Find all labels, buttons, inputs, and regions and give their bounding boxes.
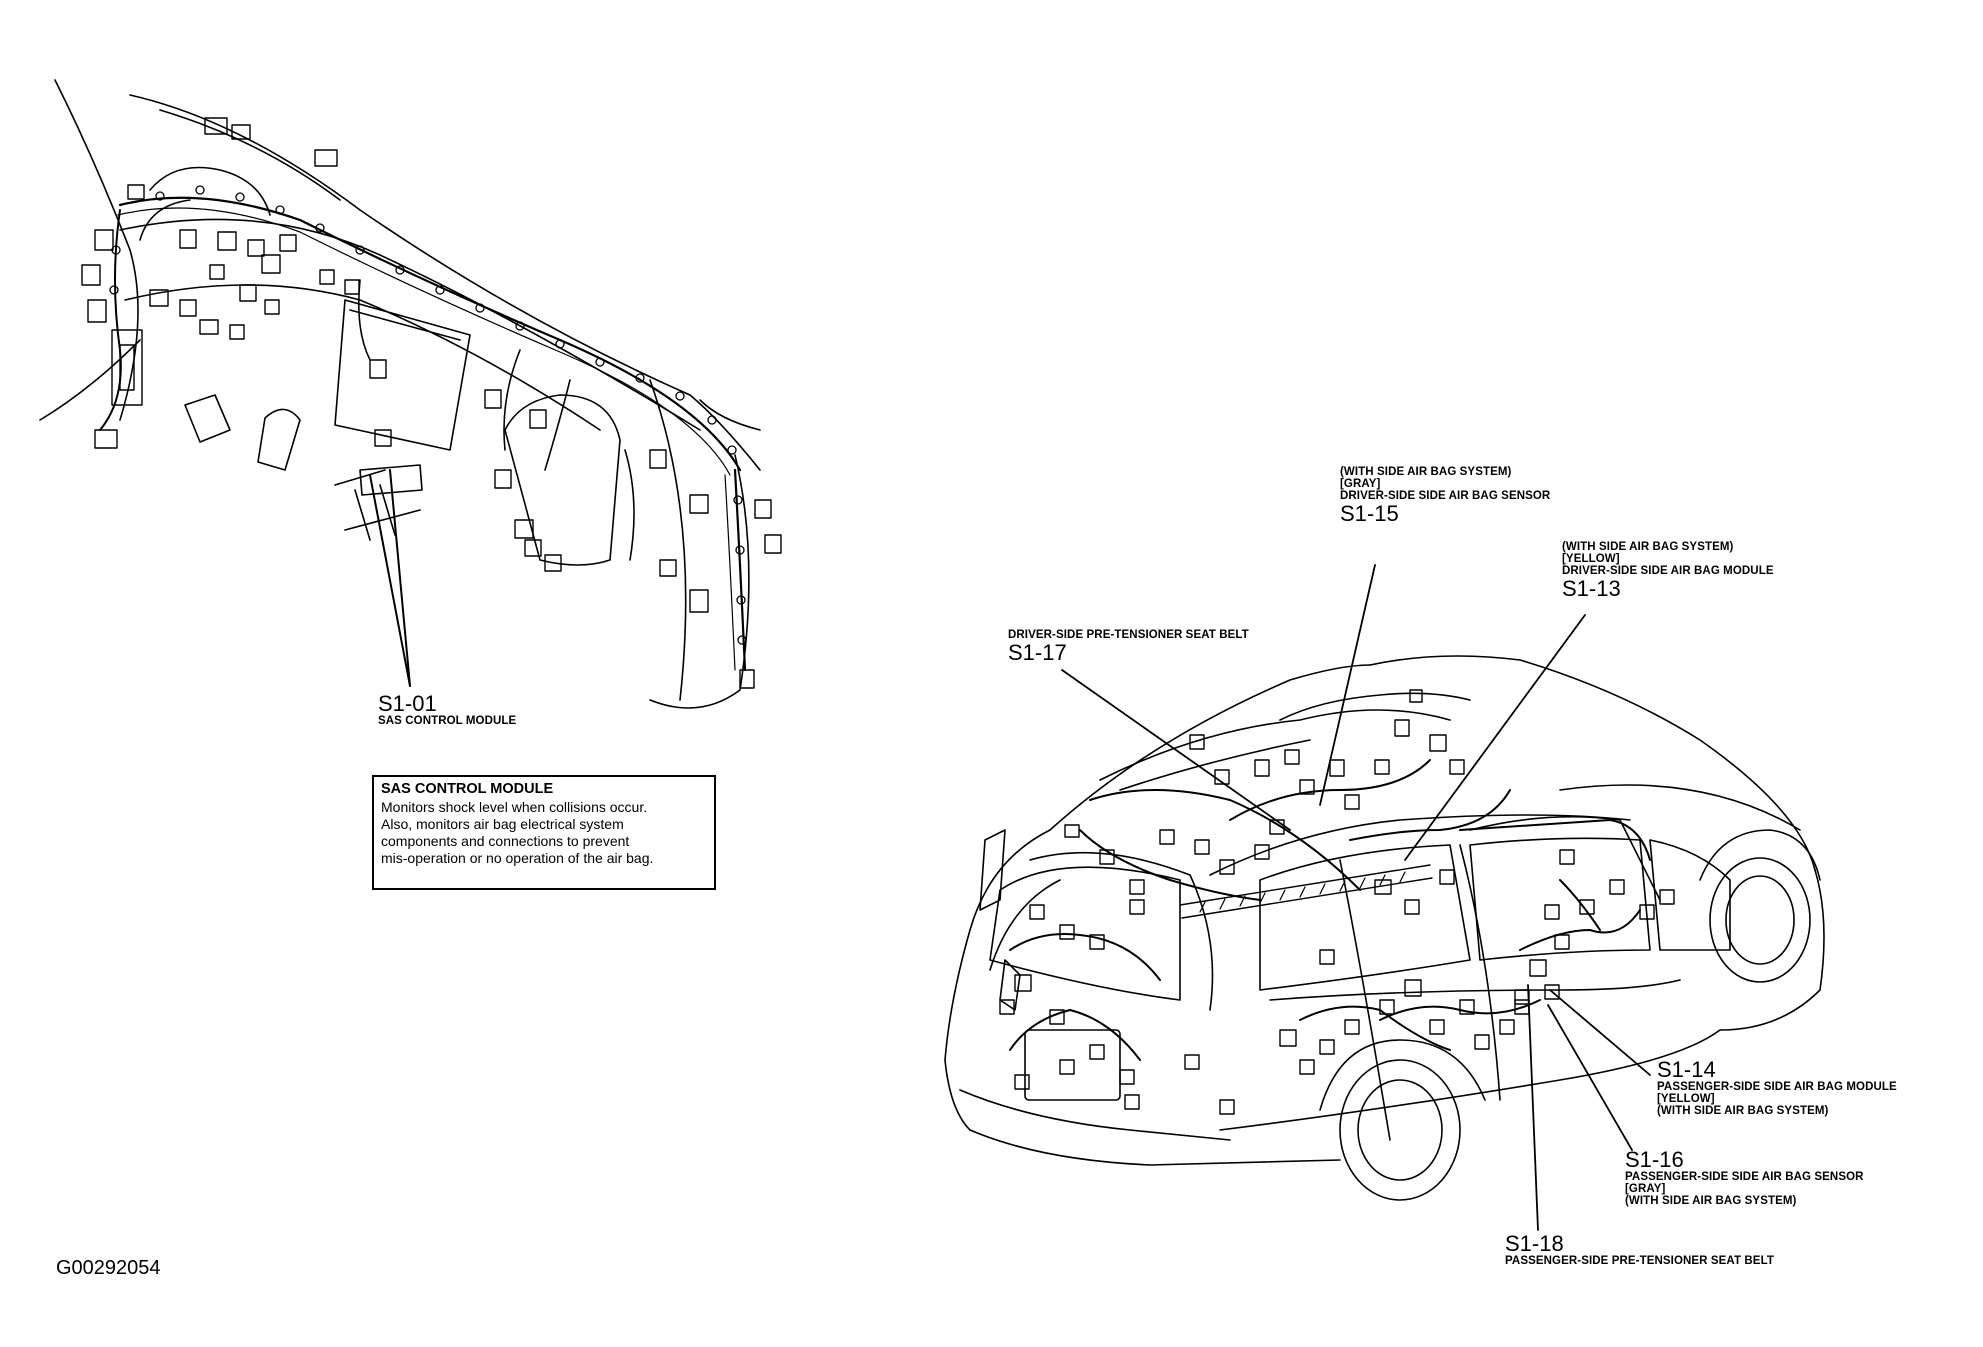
callout-text: (WITH SIDE AIR BAG SYSTEM) — [1625, 1195, 1797, 1208]
callout-text: DRIVER-SIDE SIDE AIR BAG SENSOR — [1340, 490, 1551, 503]
callout-code: S1-01 — [378, 691, 437, 716]
dashboard-illustration — [39, 79, 761, 709]
vehicle-leader-lines — [1061, 564, 1651, 1231]
info-box-line: Also, monitors air bag electrical system — [381, 815, 624, 832]
callout-code: S1-14 — [1657, 1057, 1716, 1082]
callout-text: PASSENGER-SIDE SIDE AIR BAG MODULE — [1657, 1081, 1897, 1094]
callout-s1-17: DRIVER-SIDE PRE-TENSIONER SEAT BELT S1-1… — [1008, 629, 1249, 664]
dashboard-connectors — [81, 117, 782, 689]
callout-code: S1-18 — [1505, 1231, 1564, 1256]
callout-s1-18: S1-18 PASSENGER-SIDE PRE-TENSIONER SEAT … — [1505, 1232, 1774, 1267]
callout-code: S1-15 — [1340, 501, 1399, 527]
callout-text: SAS CONTROL MODULE — [378, 715, 517, 728]
callout-text: PASSENGER-SIDE PRE-TENSIONER SEAT BELT — [1505, 1255, 1774, 1268]
callout-text: PASSENGER-SIDE SIDE AIR BAG SENSOR — [1625, 1171, 1864, 1184]
figure-id: G00292054 — [56, 1257, 161, 1279]
callout-text: DRIVER-SIDE SIDE AIR BAG MODULE — [1562, 565, 1774, 578]
vehicle-connectors — [999, 689, 1675, 1115]
info-box-line: mis-operation or no operation of the air… — [381, 849, 654, 866]
callout-s1-15: (WITH SIDE AIR BAG SYSTEM) [GRAY] DRIVER… — [1340, 466, 1550, 525]
info-box-line: components and connections to prevent — [381, 832, 630, 849]
callout-s1-14: S1-14 PASSENGER-SIDE SIDE AIR BAG MODULE… — [1657, 1058, 1897, 1117]
callout-text: (WITH SIDE AIR BAG SYSTEM) — [1340, 466, 1512, 478]
callout-s1-13: (WITH SIDE AIR BAG SYSTEM) [YELLOW] DRIV… — [1562, 541, 1774, 600]
callout-code: S1-13 — [1562, 576, 1621, 602]
callout-code: S1-17 — [1008, 640, 1067, 666]
callout-code: S1-16 — [1625, 1147, 1684, 1172]
vehicle-illustration — [944, 655, 1825, 1201]
s1-01-leader-lines — [369, 469, 411, 687]
callout-s1-16: S1-16 PASSENGER-SIDE SIDE AIR BAG SENSOR… — [1625, 1148, 1864, 1207]
vehicle-harness — [1009, 759, 1651, 1061]
harness-clips — [109, 185, 747, 645]
callout-text: (WITH SIDE AIR BAG SYSTEM) — [1657, 1105, 1829, 1118]
callout-text: (WITH SIDE AIR BAG SYSTEM) — [1562, 541, 1734, 553]
callout-text: [GRAY] — [1340, 478, 1381, 491]
callout-s1-01: S1-01 SAS CONTROL MODULE — [378, 692, 516, 727]
callout-text: [GRAY] — [1625, 1183, 1666, 1196]
info-box-line: Monitors shock level when collisions occ… — [381, 798, 648, 815]
info-box-title: SAS CONTROL MODULE — [381, 781, 554, 797]
sas-info-box: SAS CONTROL MODULE Monitors shock level … — [372, 775, 716, 890]
callout-text: [YELLOW] — [1657, 1093, 1715, 1106]
callout-text: [YELLOW] — [1562, 553, 1620, 566]
callout-text: DRIVER-SIDE PRE-TENSIONER SEAT BELT — [1008, 629, 1249, 641]
